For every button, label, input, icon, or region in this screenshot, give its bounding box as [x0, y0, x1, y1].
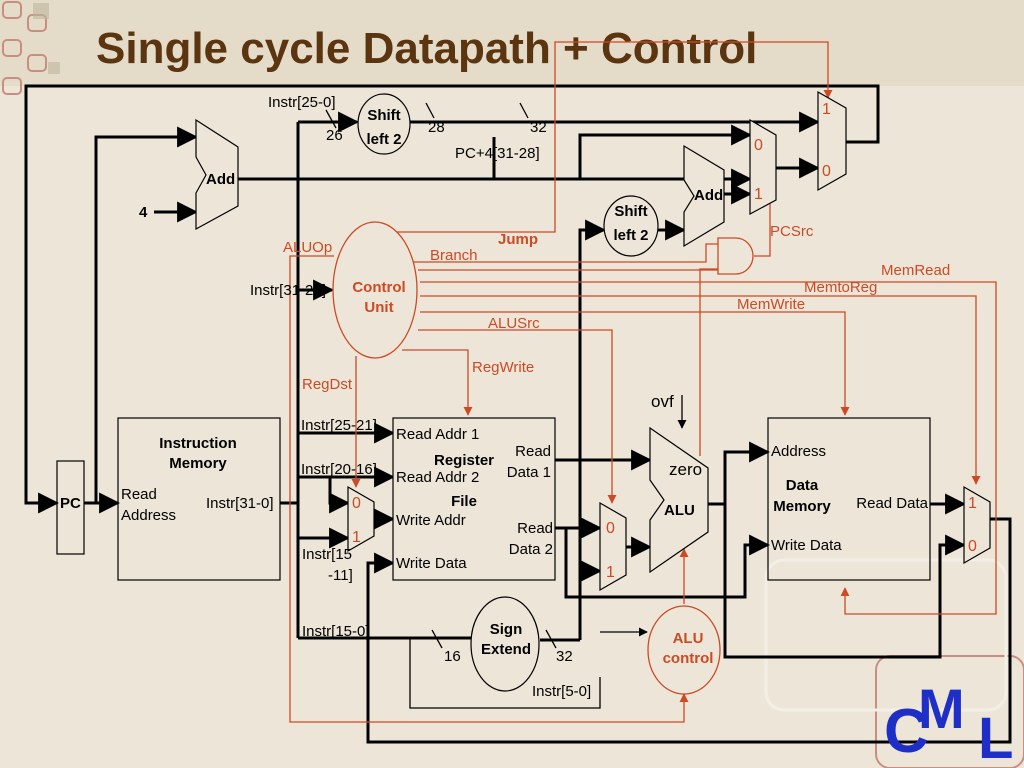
label-pc4: PC+4[31-28]	[455, 145, 540, 162]
alusrc-mux: 0 1	[599, 501, 627, 592]
memtoreg-mux-1: 1	[968, 495, 977, 512]
label-instr-31-26: Instr[31-26]	[250, 282, 326, 299]
read-address-2: Address	[121, 507, 176, 524]
program-counter: PC	[56, 460, 85, 555]
signal-alusrc: ALUSrc	[488, 315, 540, 332]
regdst-mux-0: 0	[352, 495, 361, 512]
read-data-2a: Read	[517, 520, 553, 537]
instr-mem-title-1: Instruction	[159, 435, 237, 452]
thin-wires	[325, 102, 687, 709]
signal-memtoreg: MemtoReg	[804, 279, 877, 296]
cml-logo-l: L	[978, 706, 1013, 768]
write-data-reg: Write Data	[396, 555, 467, 572]
alu-control-2: control	[663, 650, 714, 667]
data-memory-title-1: Data	[786, 477, 819, 494]
label-instr-15-11-b: -11]	[328, 567, 353, 584]
signal-branch: Branch	[430, 247, 478, 264]
read-address-1: Read	[121, 486, 157, 503]
signal-memwrite: MemWrite	[737, 296, 805, 313]
label-instr-25-0: Instr[25-0]	[268, 94, 336, 111]
register-file-title-2: File	[451, 493, 477, 510]
shift-left-jump: Shift left 2	[357, 93, 411, 155]
register-file-title-1: Register	[434, 452, 494, 469]
label-instr-15-0: Instr[15-0]	[302, 623, 370, 640]
shift-left-branch: Shift left 2	[603, 195, 659, 257]
control-unit-2: Unit	[364, 299, 393, 316]
alusrc-mux-1: 1	[606, 564, 615, 581]
instruction-memory: Instruction Memory Read Address Instr[31…	[117, 417, 281, 581]
signal-regwrite: RegWrite	[472, 359, 534, 376]
alusrc-mux-0: 0	[606, 520, 615, 537]
shift-jump-1: Shift	[367, 107, 400, 124]
regdst-mux: 0 1	[347, 485, 375, 553]
cml-logo-c: C	[884, 697, 929, 766]
jump-mux: 1 0	[817, 90, 847, 192]
read-data-1b: Data 1	[507, 464, 551, 481]
label-instr-15-11-a: Instr[15	[302, 546, 352, 563]
address-label: Address	[771, 443, 826, 460]
label-instr-20-16: Instr[20-16]	[301, 461, 377, 478]
label-bits-32b: 32	[556, 648, 573, 665]
signal-jump: Jump	[498, 231, 538, 248]
jump-mux-0: 0	[822, 163, 831, 180]
alu-control: ALU control	[647, 605, 721, 695]
cml-logo: C M L	[884, 677, 1013, 768]
alu-zero: zero	[669, 460, 702, 479]
pcsrc-mux-1: 1	[754, 186, 763, 203]
signal-aluop: ALUOp	[283, 239, 332, 256]
sign-extend: Sign Extend	[470, 596, 540, 692]
memtoreg-mux-0: 0	[968, 538, 977, 555]
slide-title: Single cycle Datapath + Control	[96, 24, 757, 73]
alu-label: ALU	[664, 502, 695, 519]
branch-adder: Add	[683, 144, 725, 248]
signal-memread: MemRead	[881, 262, 950, 279]
data-memory-title-2: Memory	[773, 498, 831, 515]
pc-adder-label: Add	[206, 171, 235, 188]
alu-control-1: ALU	[673, 630, 704, 647]
write-data-mem: Write Data	[771, 537, 842, 554]
label-bits-26: 26	[326, 127, 343, 144]
instr-out-label: Instr[31-0]	[206, 495, 274, 512]
and-gate	[717, 237, 754, 275]
shift-jump-2: left 2	[366, 131, 401, 148]
cml-logo-m: M	[918, 677, 965, 740]
jump-mux-1: 1	[822, 101, 831, 118]
label-bits-32a: 32	[530, 119, 547, 136]
control-wires	[289, 41, 997, 723]
pc-label: PC	[60, 495, 81, 512]
label-instr-25-21: Instr[25-21]	[301, 417, 377, 434]
read-data-1a: Read	[515, 443, 551, 460]
regdst-mux-1: 1	[352, 529, 361, 546]
read-data-mem: Read Data	[856, 495, 928, 512]
read-addr-2: Read Addr 2	[396, 469, 479, 486]
write-addr: Write Addr	[396, 512, 466, 529]
shift-branch-1: Shift	[614, 203, 647, 220]
sign-extend-2: Extend	[481, 641, 531, 658]
data-memory: Address Data Memory Read Data Write Data	[767, 417, 931, 581]
memtoreg-mux: 1 0	[963, 485, 991, 565]
label-bits-28: 28	[428, 119, 445, 136]
alu: zero ALU ovf	[649, 392, 709, 574]
label-instr-5-0: Instr[5-0]	[532, 683, 591, 700]
branch-adder-label: Add	[694, 187, 723, 204]
pcsrc-mux: 0 1	[749, 118, 777, 216]
constant-four: 4	[139, 204, 148, 221]
read-addr-1: Read Addr 1	[396, 426, 479, 443]
alu-overflow: ovf	[651, 392, 674, 411]
register-file: Read Addr 1 Read Addr 2 Write Addr Write…	[392, 417, 556, 581]
shift-branch-2: left 2	[613, 227, 648, 244]
control-unit: Control Unit	[332, 221, 418, 359]
signal-pcsrc: PCSrc	[770, 223, 814, 240]
sign-extend-1: Sign	[490, 621, 523, 638]
instr-mem-title-2: Memory	[169, 455, 227, 472]
control-unit-1: Control	[352, 279, 405, 296]
read-data-2b: Data 2	[509, 541, 553, 558]
signal-regdst: RegDst	[302, 376, 353, 393]
label-bits-16: 16	[444, 648, 461, 665]
pc-adder: Add	[195, 118, 239, 231]
pcsrc-mux-0: 0	[754, 137, 763, 154]
